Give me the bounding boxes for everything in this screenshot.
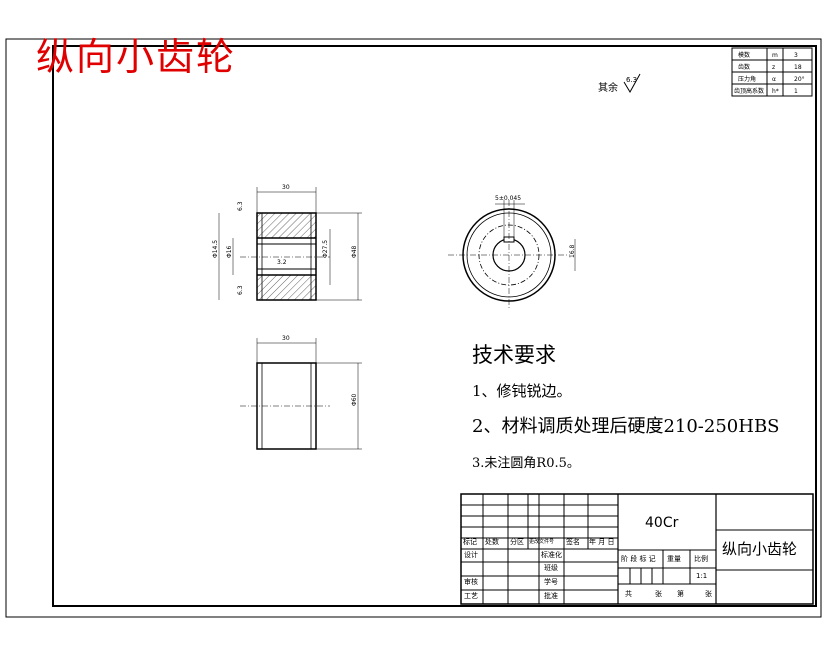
roughness-c: 6.3: [237, 285, 244, 295]
param-symbol-1: z: [772, 64, 775, 71]
tb-mid-0: 标准化: [541, 551, 562, 559]
tb-stage-label: 阶 段 标 记: [621, 555, 656, 563]
tb-row-review: 审核: [464, 578, 478, 586]
tb-header-5: 年 月 日: [589, 538, 615, 546]
dim-bore-dia2: Φ16: [226, 245, 233, 258]
tb-header-3: 更改文件号: [529, 539, 555, 545]
surface-note-value: 6.3: [626, 76, 637, 84]
part-name-label: 纵向小齿轮: [722, 540, 798, 558]
tb-scale-value: 1:1: [696, 572, 708, 580]
tb-mid-1: 班级: [544, 564, 558, 572]
param-name-1: 齿数: [738, 63, 750, 71]
dim-front-width: 30: [282, 184, 290, 191]
dim-outer-dia: Φ48: [351, 245, 358, 258]
param-value-1: 18: [794, 64, 802, 71]
gear-param-table: 模数 m 3 齿数 z 18 压力角 α 20° 齿顶高系数 h* 1: [731, 47, 813, 97]
param-value-0: 3: [794, 52, 798, 59]
tb-header-1: 处数: [485, 538, 499, 546]
param-name-3: 齿顶高系数: [734, 87, 764, 95]
dim-keyway-depth: 16.8: [569, 244, 576, 258]
dim-bore-dia: Φ14.5: [212, 240, 219, 258]
tb-mid-3: 批准: [544, 592, 558, 600]
dim-lower-dia: Φ60: [351, 393, 358, 406]
param-value-3: 1: [794, 88, 798, 95]
tech-requirements-title: 技术要求: [472, 343, 556, 367]
tb-row-design: 设计: [464, 551, 478, 559]
drawing-title-red: 纵向小齿轮: [36, 35, 237, 79]
tb-weight-label: 重量: [667, 555, 681, 563]
tech-item-2: 2、材料调质处理后硬度210-250HBS: [472, 416, 780, 437]
param-symbol-0: m: [772, 52, 778, 59]
front-section-view: 30 Φ48 Φ27.5 Φ14.5 Φ16 6.3 3.2 6.3: [212, 184, 362, 301]
lower-view: 30 Φ60: [240, 335, 362, 450]
inner-frame: [52, 45, 817, 607]
tb-header-2: 分区: [510, 538, 524, 546]
title-block-lines: [460, 493, 814, 605]
param-symbol-2: α: [772, 76, 776, 83]
tb-scale-label: 比例: [694, 555, 708, 563]
dim-inner-dia: Φ27.5: [322, 240, 329, 258]
material-label: 40Cr: [645, 515, 679, 531]
tb-sheet-1: 张: [655, 590, 662, 598]
tb-sheet-3: 张: [705, 590, 712, 598]
tech-item-1: 1、修钝锐边。: [472, 382, 572, 400]
tb-header-0: 标记: [463, 538, 477, 546]
surface-note-label: 其余: [598, 81, 618, 94]
roughness-b: 3.2: [277, 259, 287, 266]
param-name-2: 压力角: [738, 75, 756, 83]
tb-sheet-0: 共: [625, 590, 632, 598]
param-value-2: 20°: [794, 76, 805, 83]
dim-keyway-width: 5±0.045: [495, 195, 521, 202]
tb-sheet-2: 第: [677, 590, 684, 598]
roughness-symbol-icon: [623, 73, 641, 93]
tb-header-4: 签名: [566, 538, 580, 546]
param-name-0: 模数: [738, 51, 750, 59]
outer-frame: [5, 38, 822, 618]
tb-mid-2: 学号: [544, 578, 558, 586]
surface-roughness-note: 其余 6.3: [598, 73, 641, 94]
tech-item-3: 3.未注圆角R0.5。: [472, 456, 580, 471]
roughness-a: 6.3: [237, 201, 244, 211]
dim-lower-width: 30: [282, 335, 290, 342]
param-symbol-3: h*: [772, 88, 779, 95]
side-view-circle: 5±0.045 16.8: [448, 195, 576, 310]
tb-row-process: 工艺: [464, 592, 478, 600]
